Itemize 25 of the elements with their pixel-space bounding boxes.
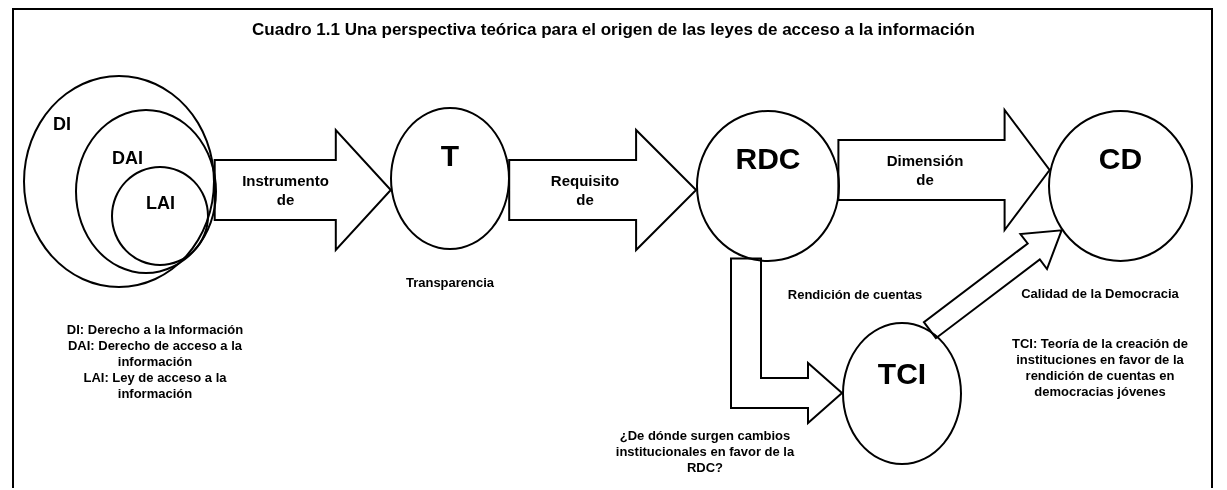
node-label: T bbox=[439, 141, 461, 171]
concept-circle bbox=[390, 107, 510, 250]
title: Cuadro 1.1 Una perspectiva teórica para el origen de las leyes de acceso a la información bbox=[251, 20, 976, 40]
node-label: RDC bbox=[734, 144, 802, 174]
abbreviation-note: DAI: Derecho de acceso a la información bbox=[66, 338, 244, 370]
concept-circle bbox=[842, 322, 962, 465]
abbreviation-note: TCI: Teoría de la creación de instituciones en favor de la rendición de cuentas en democracias jóvenes bbox=[1010, 336, 1189, 400]
node-caption: Rendición de cuentas bbox=[786, 287, 924, 303]
concept-circle bbox=[696, 110, 840, 262]
node-caption: Calidad de la Democracia bbox=[1020, 286, 1180, 302]
abbreviation-note: LAI: Ley de acceso a la información bbox=[82, 370, 228, 402]
node-caption: Transparencia bbox=[404, 275, 496, 291]
node-label: TCI bbox=[876, 359, 928, 389]
concept-circle bbox=[111, 166, 209, 266]
block-arrow bbox=[730, 257, 844, 426]
question-note: ¿De dónde surgen cambios institucionales en favor de la RDC? bbox=[614, 428, 796, 476]
node-label: DAI bbox=[112, 149, 143, 167]
concept-circle bbox=[1048, 110, 1193, 262]
node-label: DI bbox=[53, 115, 71, 133]
block-arrow bbox=[922, 229, 1064, 340]
concept-circle bbox=[75, 109, 217, 274]
abbreviation-note: DI: Derecho a la Información bbox=[65, 322, 245, 338]
node-label: CD bbox=[1097, 144, 1144, 174]
node-label: LAI bbox=[146, 194, 175, 212]
concept-circle bbox=[23, 75, 215, 288]
